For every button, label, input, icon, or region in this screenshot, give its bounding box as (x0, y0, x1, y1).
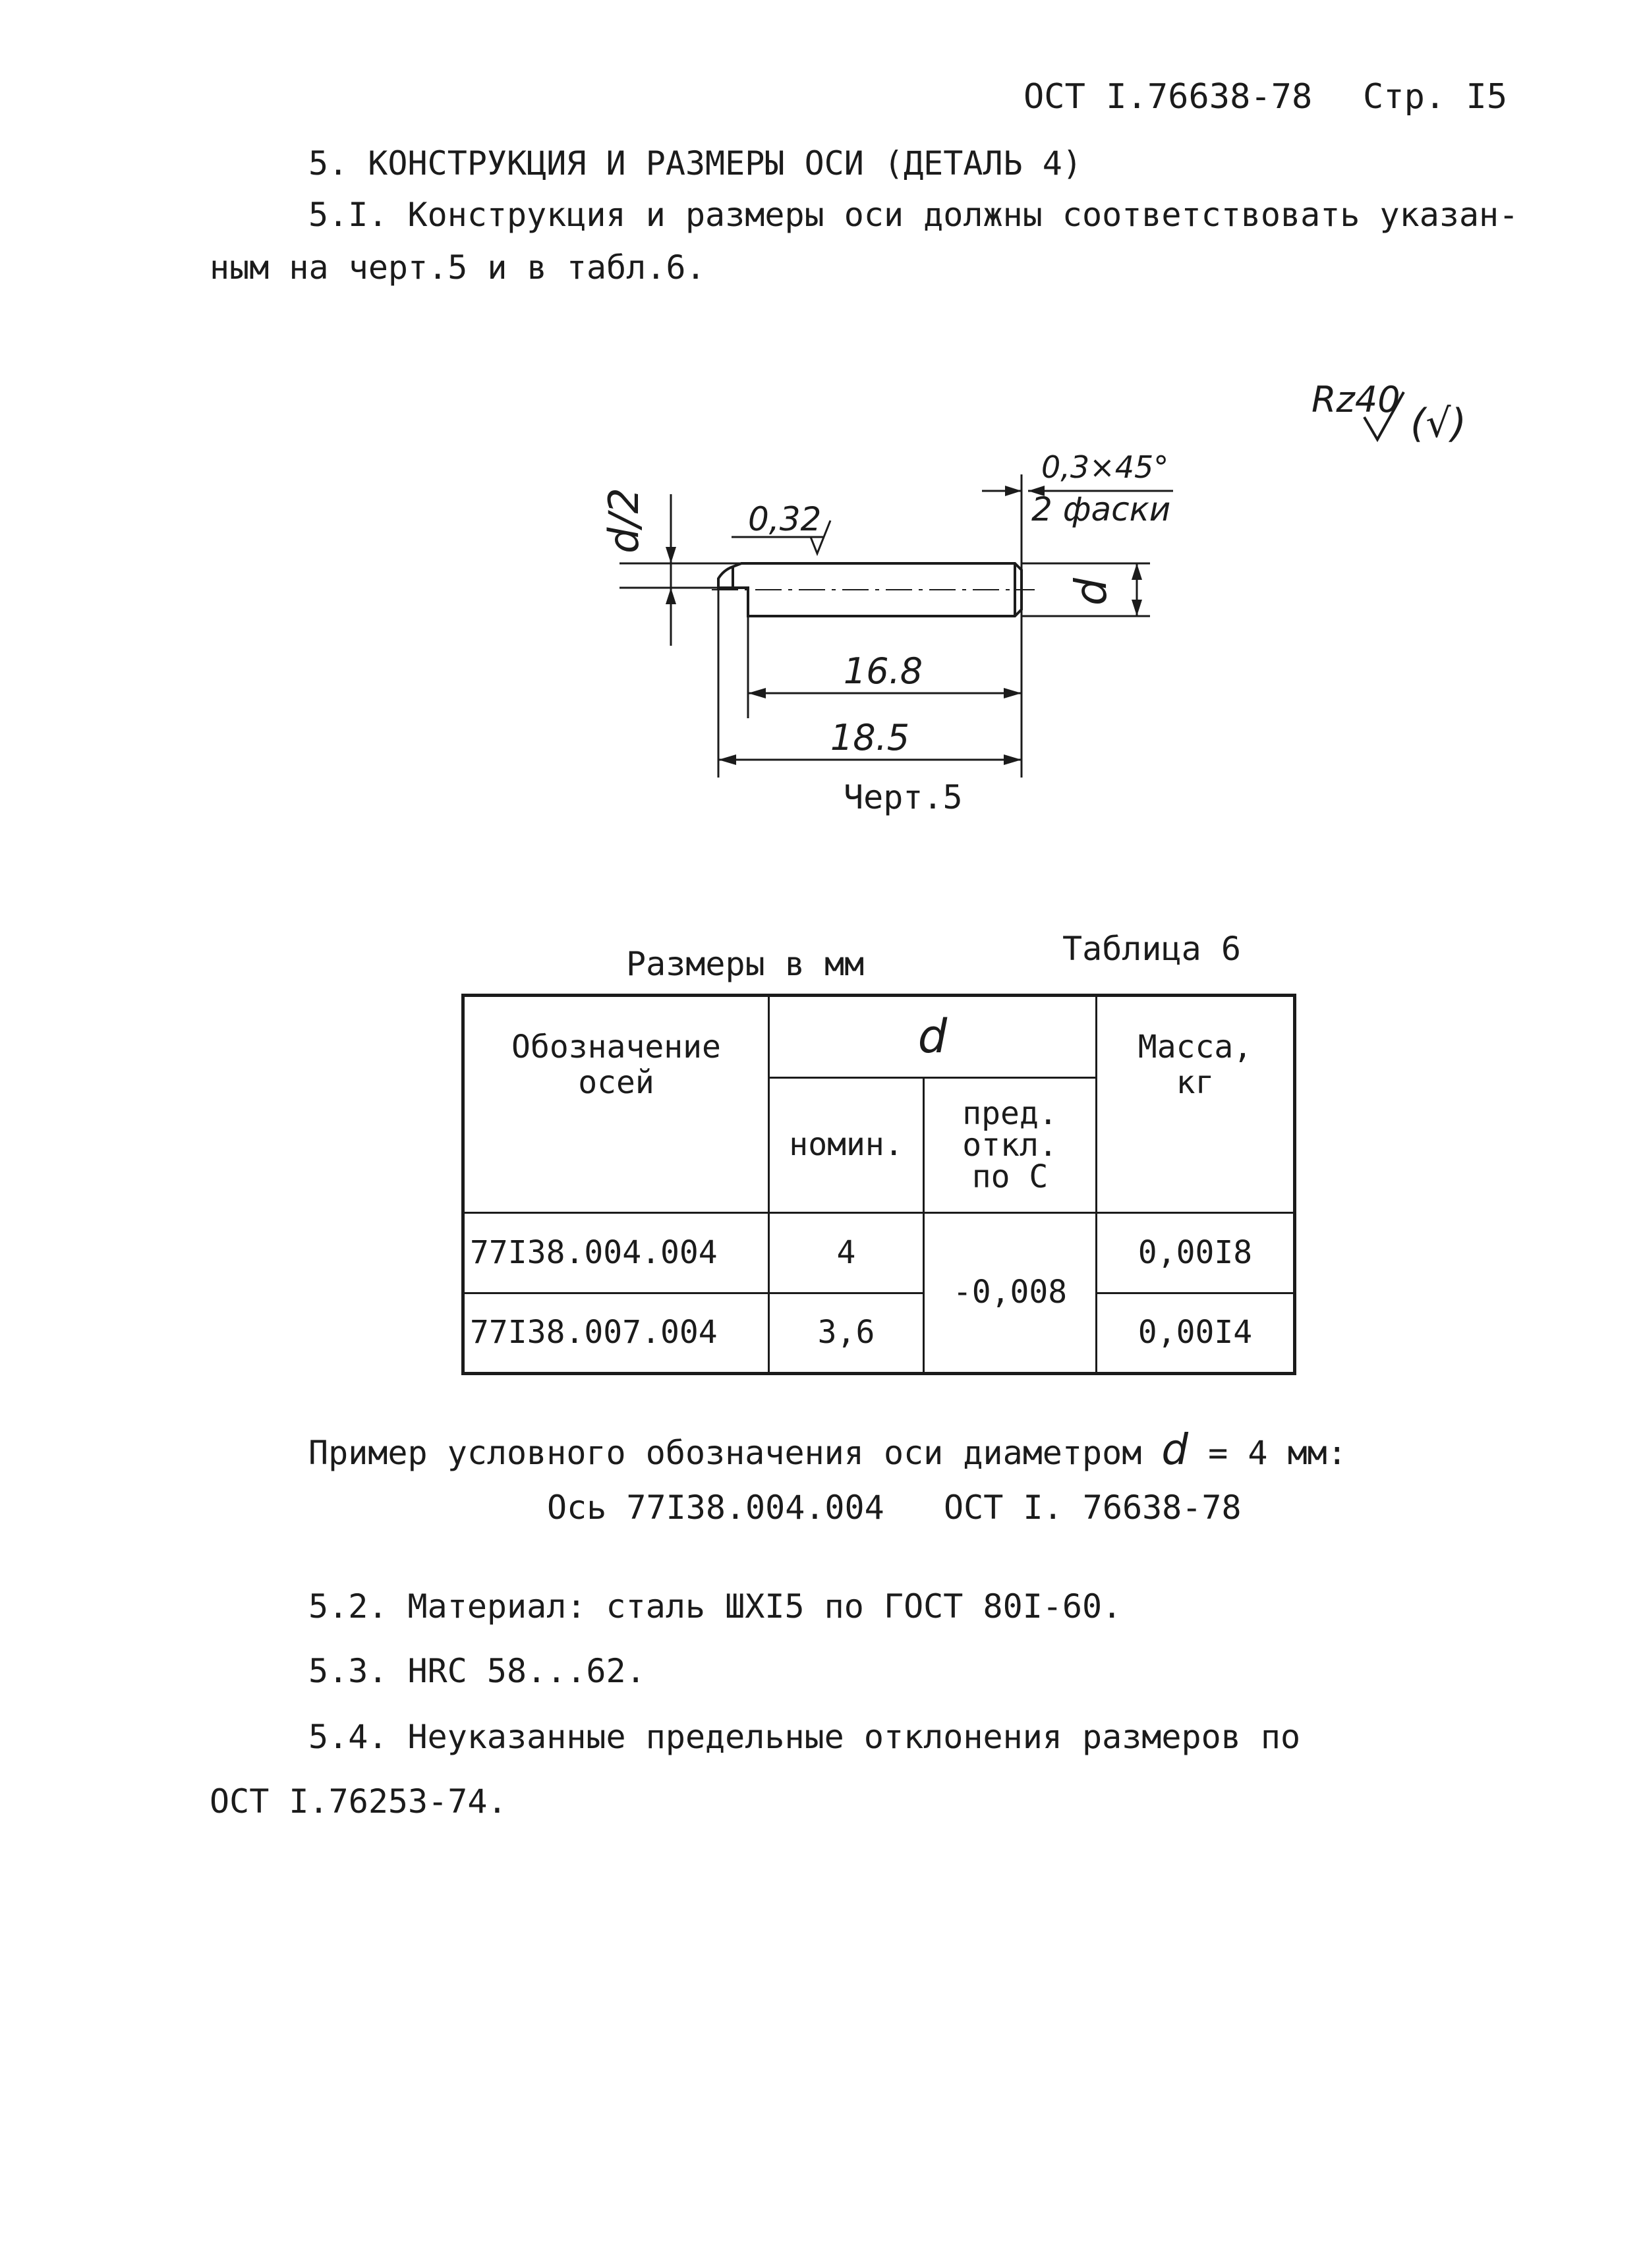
header-tolerance: пред. откл. по С (923, 1077, 1097, 1214)
header-mass: Масса, кг (1095, 994, 1296, 1214)
row-nominal: 4 (768, 1212, 925, 1294)
table-units-note: Размеры в мм (626, 945, 865, 983)
roughness-surface-label: 0,32 (748, 500, 821, 538)
paragraph-5-1-line-1: 5.I. Конструкция и размеры оси должны со… (308, 196, 1519, 234)
example-designation: Ось 77I38.004.004 ОСТ I. 76638-78 (547, 1488, 1242, 1527)
row-mass: 0,00I4 (1095, 1292, 1296, 1375)
arrow-16-8-left (748, 688, 766, 698)
chamfer-size-label: 0,3×45° (1041, 449, 1168, 485)
roughness-rz40-label: Rz40 (1311, 379, 1400, 420)
chamfer-count-label: 2 фаски (1031, 490, 1170, 528)
axle-drawing: d/2 d 0,32 0,3×45° 2 фаски 16.8 18.5 (600, 449, 1173, 778)
row-designation: 77I38.007.004 (462, 1292, 770, 1375)
half-d-label: d/2 (600, 488, 648, 553)
page-number: Стр. I5 (1363, 77, 1508, 117)
paragraph-5-4-line-1: 5.4. Неуказанные предельные отклонения р… (308, 1718, 1301, 1756)
arrow-16-8-right (1004, 688, 1022, 698)
paragraph-5-2: 5.2. Материал: сталь ШХI5 по ГОСТ 80I-60… (308, 1587, 1122, 1626)
arrow-chamfer-left (1005, 486, 1022, 496)
arrow-d-bottom (1132, 600, 1142, 616)
roughness-check-icon (1363, 391, 1405, 443)
section-title: 5. КОНСТРУКЦИЯ И РАЗМЕРЫ ОСИ (ДЕТАЛЬ 4) (308, 144, 1082, 183)
table-row: 77I38.007.004 3,6 0,00I4 (462, 1292, 1296, 1375)
roughness-surface-check-icon (809, 520, 832, 557)
row-tolerance: -0,008 (923, 1212, 1097, 1375)
example-prefix: Пример условного обозначения оси диаметр… (308, 1434, 1142, 1472)
paragraph-5-3: 5.3. HRC 58...62. (308, 1652, 646, 1690)
arrow-half-bottom (666, 588, 676, 604)
header-designation: Обозначение осей (462, 994, 770, 1214)
header-d: d (768, 994, 1097, 1079)
axle-dimensions-table: Обозначение осей d Масса, кг номин. пред… (461, 994, 1296, 1375)
document-number: ОСТ I.76638-78 (1023, 77, 1313, 117)
arrow-chamfer-right (1028, 486, 1045, 496)
axle-outline (717, 562, 1023, 617)
paragraph-5-4-line-2: ОСТ I.76253-74. (210, 1782, 507, 1821)
arrow-d-top (1132, 563, 1142, 580)
row-mass: 0,00I8 (1095, 1212, 1296, 1294)
arrow-18-5-right (1004, 754, 1022, 765)
dimension-18-5-label: 18.5 (830, 717, 909, 758)
roughness-paren-label: (√) (1410, 401, 1466, 447)
example-suffix: = 4 мм: (1208, 1434, 1347, 1472)
arrow-half-top (666, 547, 676, 563)
general-roughness-mark: Rz40 (√) (1311, 366, 1509, 465)
d-label: d (1066, 577, 1116, 606)
row-designation: 77I38.004.004 (462, 1212, 770, 1294)
dimension-16-8-label: 16.8 (844, 650, 923, 692)
arrow-18-5-left (718, 754, 736, 765)
example-line-1: Пример условного обозначения оси диаметр… (308, 1426, 1347, 1475)
example-d-symbol: d (1161, 1426, 1189, 1475)
table-label: Таблица 6 (1062, 930, 1241, 968)
row-nominal: 3,6 (768, 1292, 925, 1375)
header-nominal: номин. (768, 1077, 925, 1214)
table-row: 77I38.004.004 4 -0,008 0,00I8 (462, 1212, 1296, 1375)
paragraph-5-1-line-2: ным на черт.5 и в табл.6. (210, 248, 706, 287)
drawing-caption: Черт.5 (844, 778, 963, 816)
